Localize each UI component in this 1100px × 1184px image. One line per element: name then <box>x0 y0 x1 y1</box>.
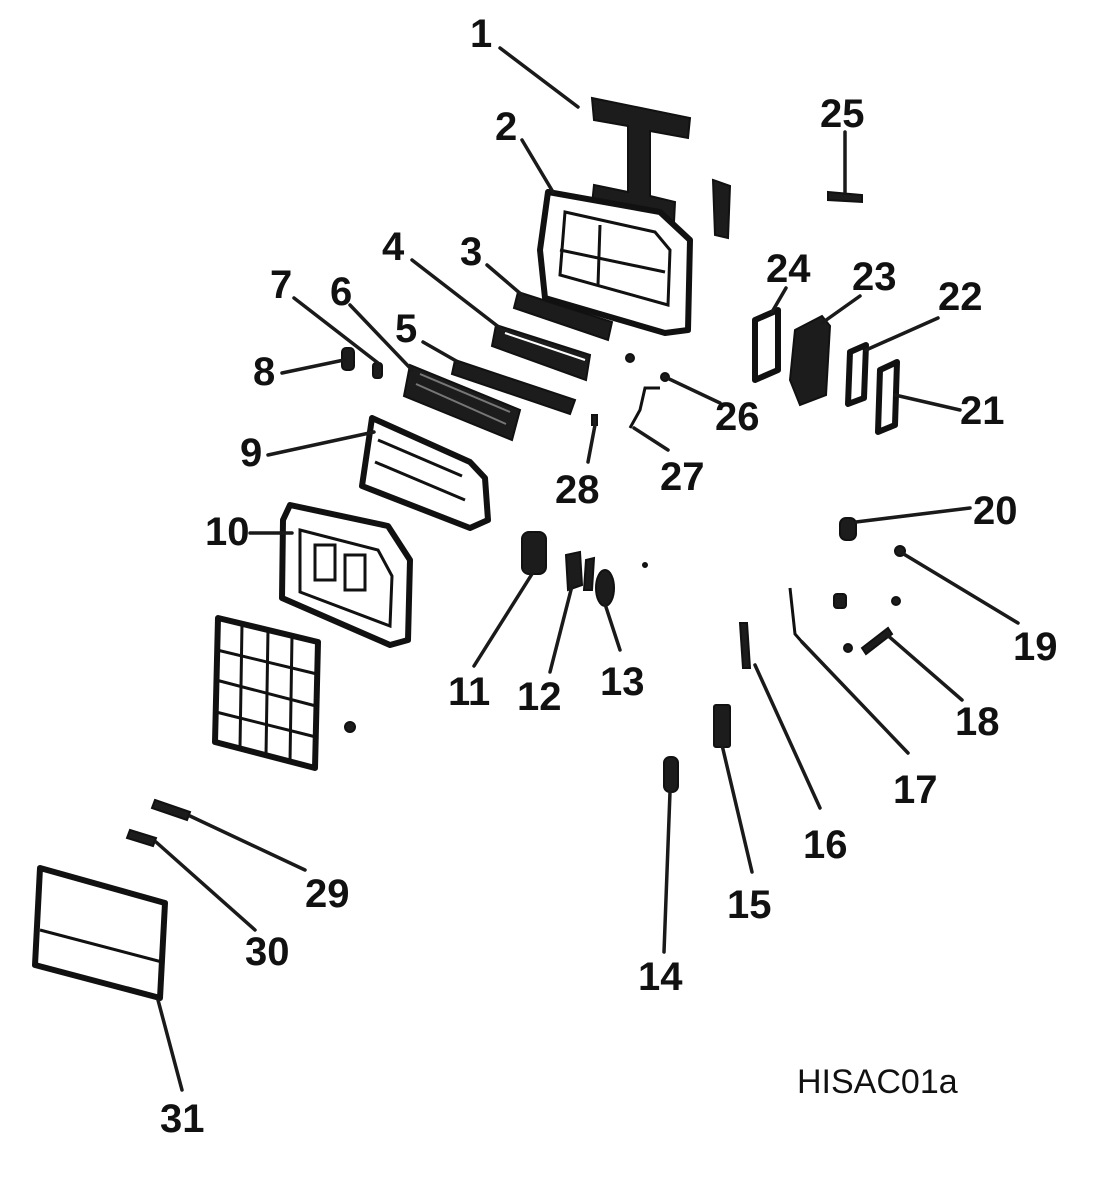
label-20: 20 <box>973 489 1018 533</box>
part-11-component <box>521 531 547 575</box>
part-24-cover <box>752 307 781 383</box>
part-15-component <box>713 704 731 748</box>
part-16-component <box>738 622 752 669</box>
part-18-component <box>833 593 901 656</box>
label-22: 22 <box>938 275 983 319</box>
label-19: 19 <box>1013 625 1058 669</box>
part-20-component <box>839 517 857 541</box>
part-31-front-panel <box>32 865 168 1001</box>
label-3: 3 <box>460 230 482 274</box>
part-5-rod <box>450 358 577 416</box>
part-27-pipe <box>628 386 660 429</box>
label-23: 23 <box>852 255 897 299</box>
label-4: 4 <box>382 225 405 269</box>
label-14: 14 <box>638 955 683 999</box>
part-3-louver-strip <box>512 290 614 342</box>
label-31: 31 <box>160 1097 205 1141</box>
label-27: 27 <box>660 455 705 499</box>
label-9: 9 <box>240 431 262 475</box>
part-dot-near-filter <box>344 721 356 733</box>
part-6-crossflow-fan <box>402 363 522 442</box>
label-6: 6 <box>330 270 352 314</box>
label-17: 17 <box>893 768 938 812</box>
label-13: 13 <box>600 660 645 704</box>
part-small-dot <box>625 353 648 568</box>
label-16: 16 <box>803 823 848 867</box>
part-2-chassis <box>537 189 693 336</box>
label-12: 12 <box>517 675 562 719</box>
label-11: 11 <box>448 670 490 714</box>
part-25-component <box>827 190 863 204</box>
part-10-main-housing <box>279 502 413 648</box>
part-filter-grid <box>212 615 321 771</box>
leader-lines <box>154 46 1020 1092</box>
part-4-vane <box>490 323 592 382</box>
label-25: 25 <box>820 92 865 136</box>
label-21: 21 <box>960 389 1005 433</box>
label-2: 2 <box>495 105 517 149</box>
part-29-rod <box>150 798 192 822</box>
label-30: 30 <box>245 930 290 974</box>
part-17-component <box>788 587 804 643</box>
label-24: 24 <box>766 247 811 291</box>
diagram-code: HISAC01a <box>797 1063 958 1101</box>
part-clip <box>711 178 732 240</box>
part-13-component <box>595 569 615 607</box>
label-28: 28 <box>555 468 600 512</box>
label-26: 26 <box>715 395 760 439</box>
part-22-plate <box>845 342 869 407</box>
label-18: 18 <box>955 700 1000 744</box>
part-21-plate <box>875 359 900 435</box>
part-12-component <box>564 550 596 592</box>
label-10: 10 <box>205 510 250 554</box>
part-30-rod <box>125 828 158 848</box>
label-7: 7 <box>270 263 292 307</box>
part-9-front-frame <box>359 415 491 531</box>
part-7-small-piece <box>372 362 383 379</box>
label-8: 8 <box>253 350 275 394</box>
part-23-control-box <box>788 314 832 407</box>
label-29: 29 <box>305 872 350 916</box>
label-15: 15 <box>727 883 772 927</box>
label-1: 1 <box>470 12 492 56</box>
part-14-component <box>663 756 679 793</box>
label-5: 5 <box>395 307 417 351</box>
